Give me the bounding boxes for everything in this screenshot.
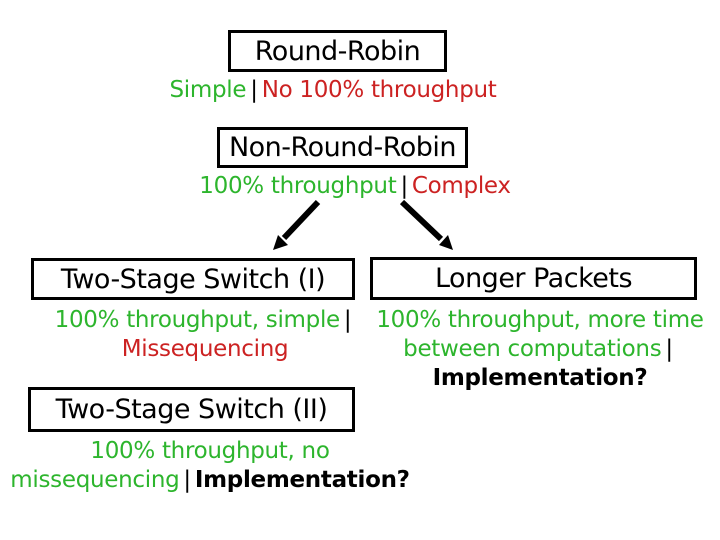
pro-text: 100% throughput, more time — [376, 307, 704, 333]
pro-text: 100% throughput, simple — [54, 307, 341, 333]
caption-line: Missequencing — [40, 335, 370, 364]
caption-two-stage-switch-2: 100% throughput, no missequencing|Implem… — [10, 437, 410, 495]
down-right-arrow-icon — [399, 199, 453, 250]
pro-text: missequencing — [10, 467, 180, 493]
separator-pipe: | — [665, 336, 673, 362]
caption-non-round-robin: 100% throughput|Complex — [140, 172, 570, 201]
caption-two-stage-switch-1: 100% throughput, simple| Missequencing — [40, 306, 370, 364]
caption-line: 100% throughput, more time — [368, 306, 712, 335]
con-text: Complex — [411, 173, 511, 199]
node-longer-packets: Longer Packets — [370, 257, 697, 300]
caption-line: 100% throughput, no — [10, 437, 410, 466]
pro-text: 100% throughput, no — [90, 438, 330, 464]
caption-line: Implementation? — [368, 364, 712, 393]
caption-line: 100% throughput, simple| — [40, 306, 370, 335]
separator-pipe: | — [343, 307, 352, 333]
separator-pipe: | — [400, 173, 408, 199]
con-text: Missequencing — [121, 336, 289, 362]
caption-round-robin: Simple|No 100% throughput — [118, 76, 548, 105]
con-text: No 100% throughput — [261, 77, 497, 103]
separator-pipe: | — [250, 77, 258, 103]
node-two-stage-switch-2: Two-Stage Switch (II) — [28, 387, 355, 432]
down-left-arrow-icon — [273, 199, 321, 250]
node-non-round-robin: Non-Round-Robin — [217, 127, 468, 168]
pro-text: between computations — [403, 336, 662, 362]
caption-longer-packets: 100% throughput, more time between compu… — [368, 306, 712, 393]
caption-line: missequencing|Implementation? — [10, 466, 410, 495]
separator-pipe: | — [183, 467, 191, 493]
node-round-robin: Round-Robin — [228, 30, 447, 72]
branch-arrows — [273, 199, 453, 250]
pro-text: Simple — [169, 77, 247, 103]
open-question-text: Implementation? — [194, 467, 410, 493]
pro-text: 100% throughput — [199, 173, 397, 199]
node-two-stage-switch-1: Two-Stage Switch (I) — [31, 258, 355, 300]
caption-line: between computations| — [368, 335, 712, 364]
open-question-text: Implementation? — [432, 365, 648, 391]
